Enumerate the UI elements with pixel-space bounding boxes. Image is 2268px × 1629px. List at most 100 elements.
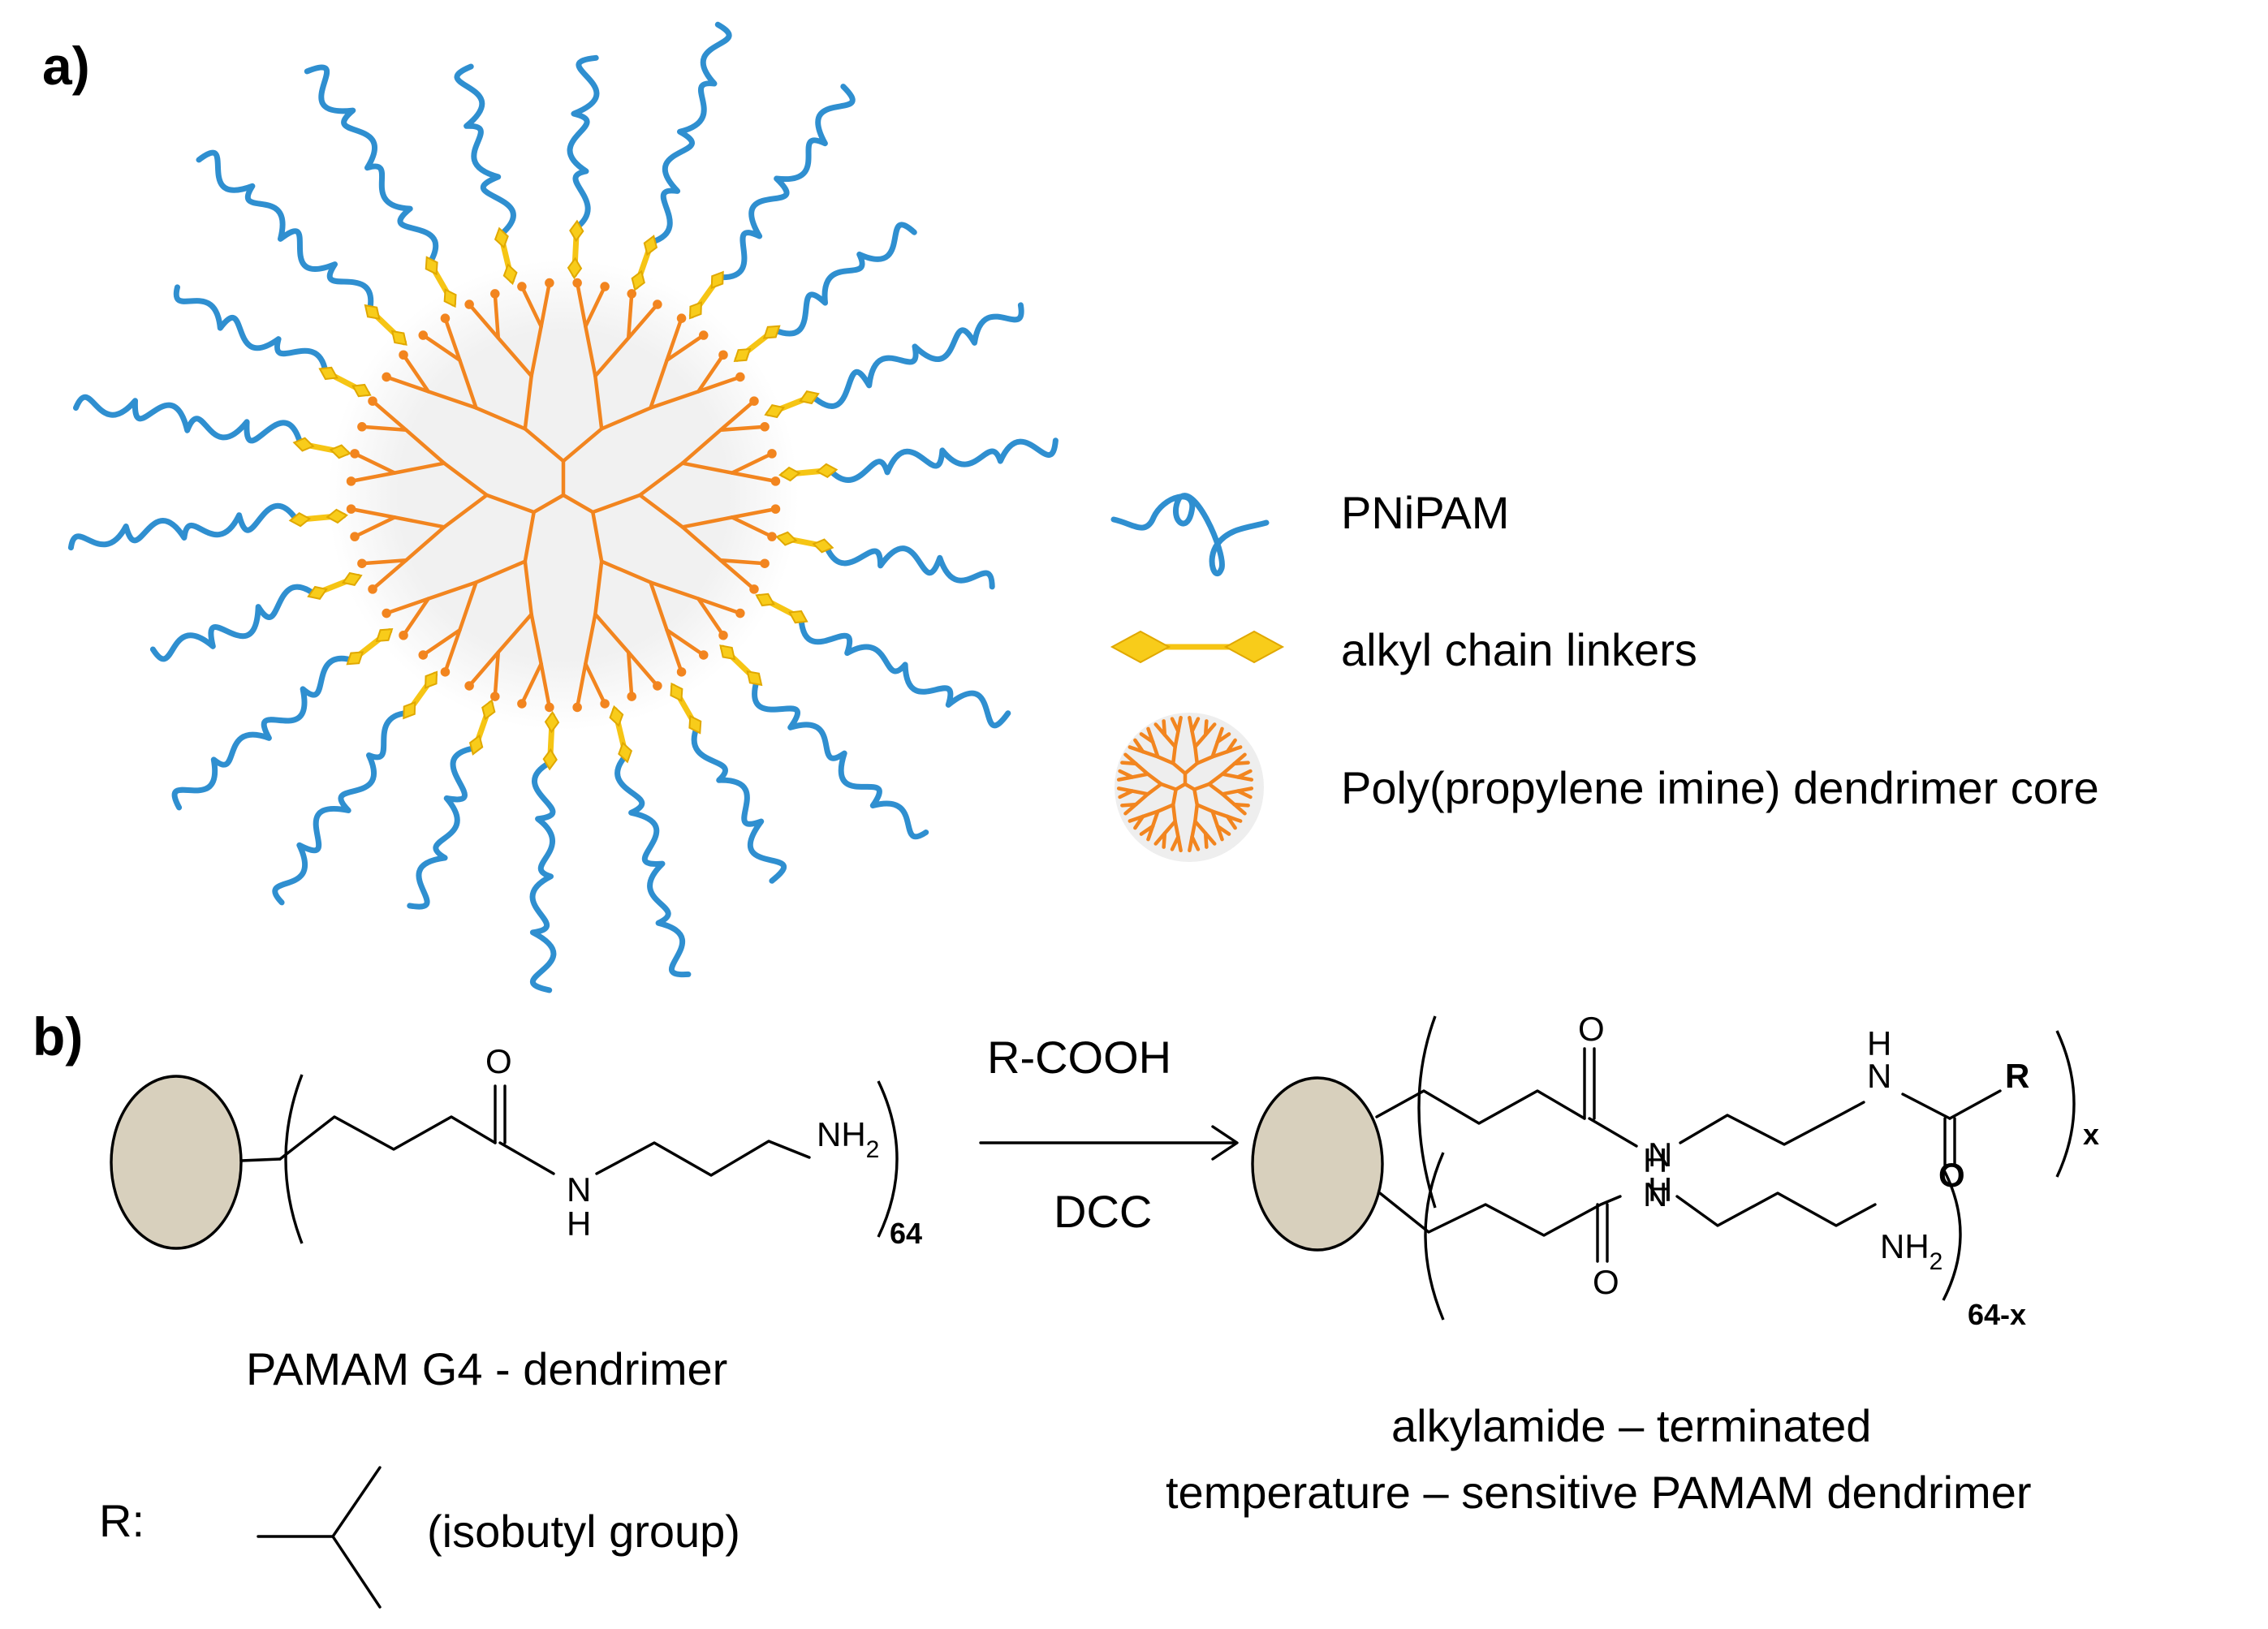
linker-diamond — [746, 670, 763, 687]
dendrimer-branch — [443, 316, 462, 362]
linker-diamond — [307, 585, 328, 600]
dendrimer-tip — [735, 372, 745, 382]
dendrimer-tip — [676, 667, 687, 677]
dendrimer-tip — [1120, 804, 1124, 808]
dendrimer-branch — [1232, 761, 1250, 766]
dendrimer-branch — [591, 493, 642, 515]
dendrimer-branch — [680, 515, 735, 529]
dendrimer-branch — [1171, 744, 1177, 765]
panel-a-label: a) — [42, 36, 90, 96]
dendrimer-branch — [1183, 761, 1200, 776]
dendrimer-branch — [1120, 802, 1138, 808]
dendrimer-tip — [1171, 847, 1174, 851]
dendrimer-tip — [440, 667, 451, 677]
dendrimer-branch — [1130, 789, 1150, 796]
linker-diamond — [318, 366, 338, 381]
dendrimer-branch — [1210, 809, 1230, 819]
dendrimer-branch — [392, 461, 446, 475]
product-lower-n: N — [1643, 1175, 1667, 1213]
dendrimer-branch — [638, 493, 685, 529]
dendrimer-tip — [1133, 739, 1137, 742]
reactant-amide-h: H — [567, 1205, 591, 1243]
reactant-structure: O N H NH2 64 — [110, 1042, 922, 1250]
linker-diamond — [799, 390, 820, 405]
dendrimer-branch — [584, 662, 607, 706]
dendrimer-tip — [1128, 745, 1132, 749]
pnipam-chain — [691, 724, 787, 884]
dendrimer-branch — [474, 559, 528, 584]
linker-diamond — [778, 466, 801, 482]
dendrimer-branch — [1116, 786, 1135, 793]
dendrimer-tip — [1246, 761, 1250, 765]
dendrimer-tip — [1179, 849, 1183, 852]
dendrimer-branch — [1123, 752, 1138, 766]
dendrimer-branch — [352, 451, 397, 475]
pnipam-chain — [649, 21, 732, 245]
dendrimer-branch — [401, 597, 430, 637]
dendrimer-tip — [1205, 845, 1209, 849]
linker-diamond — [764, 404, 786, 419]
dendrimer-branch — [1193, 819, 1208, 835]
dendrimer-branch — [593, 612, 631, 654]
dendrimer-tip — [1188, 716, 1192, 719]
dendrimer-tip — [357, 422, 367, 432]
dendrimer-branch — [680, 461, 735, 475]
dendrimer-tip — [1162, 719, 1166, 723]
dendrimer-tip — [1233, 739, 1237, 742]
dendrimer-tip — [653, 300, 662, 309]
dendrimer-branch — [1162, 733, 1177, 749]
pnipam-chain — [149, 584, 317, 662]
dendrimer-tip — [1120, 761, 1124, 765]
dendrimer-branch — [520, 662, 543, 706]
dendrimer-tip — [1248, 769, 1253, 773]
dendrimer-tip — [1250, 786, 1253, 791]
reactant-caption: PAMAM G4 - dendrimer — [246, 1343, 727, 1394]
legend-core-label: Poly(propylene imine) dendrimer core — [1341, 762, 2099, 813]
product-core — [1251, 1076, 1384, 1252]
dendrimer-branch — [1171, 803, 1177, 824]
dendrimer-branch — [1118, 769, 1135, 779]
r-label: R: — [99, 1495, 144, 1546]
linker-diamond — [542, 748, 558, 771]
dendrimer-branch — [1150, 809, 1160, 829]
pnipam-chain — [823, 543, 995, 590]
dendrimer-branch — [496, 612, 533, 654]
linker-diamond — [569, 219, 584, 243]
reactant-nh2: NH2 — [817, 1115, 879, 1163]
linker-diamond — [326, 508, 348, 524]
pnipam-chain — [73, 394, 304, 447]
linker-diamond — [329, 444, 351, 459]
dendrimer-tip — [1197, 717, 1200, 721]
dendrimer-branch — [1203, 722, 1217, 737]
dendrimer-tip — [718, 630, 728, 640]
dendrimer-tip — [1153, 842, 1158, 846]
dendrimer-branch — [1162, 819, 1177, 835]
dendrimer-branch — [539, 662, 552, 709]
pnipam-chain — [567, 54, 600, 231]
dendrimer-branch — [443, 628, 462, 674]
dendrimer-tip — [399, 350, 408, 360]
dendrimer-branch — [1190, 717, 1201, 734]
pnipam-chain — [771, 222, 917, 337]
dendrimer-tip — [1220, 838, 1224, 841]
dendrimer-branch — [626, 650, 634, 699]
dendrimer-branch — [1215, 732, 1231, 744]
linker-diamond — [364, 304, 381, 321]
pnipam-chain — [454, 63, 516, 238]
dendrimer-branch — [493, 650, 501, 699]
product-nh2: NH2 — [1880, 1227, 1942, 1275]
dendrimer-branch — [575, 281, 588, 329]
linker-diamond — [425, 670, 438, 689]
linker-diamond — [812, 538, 834, 554]
dendrimer-branch — [599, 406, 653, 431]
dendrimer-tip — [517, 699, 527, 709]
dendrimer-tip — [346, 476, 356, 486]
dendrimer-branch — [1170, 834, 1180, 851]
pnipam-chain — [809, 302, 1024, 409]
dendrimer-branch — [730, 506, 778, 519]
dendrimer-tip — [698, 330, 709, 340]
dendrimer-tip — [770, 504, 781, 514]
linker-diamond — [762, 325, 781, 339]
dendrimer-branch — [384, 375, 430, 394]
dendrimer-tip — [418, 330, 429, 340]
